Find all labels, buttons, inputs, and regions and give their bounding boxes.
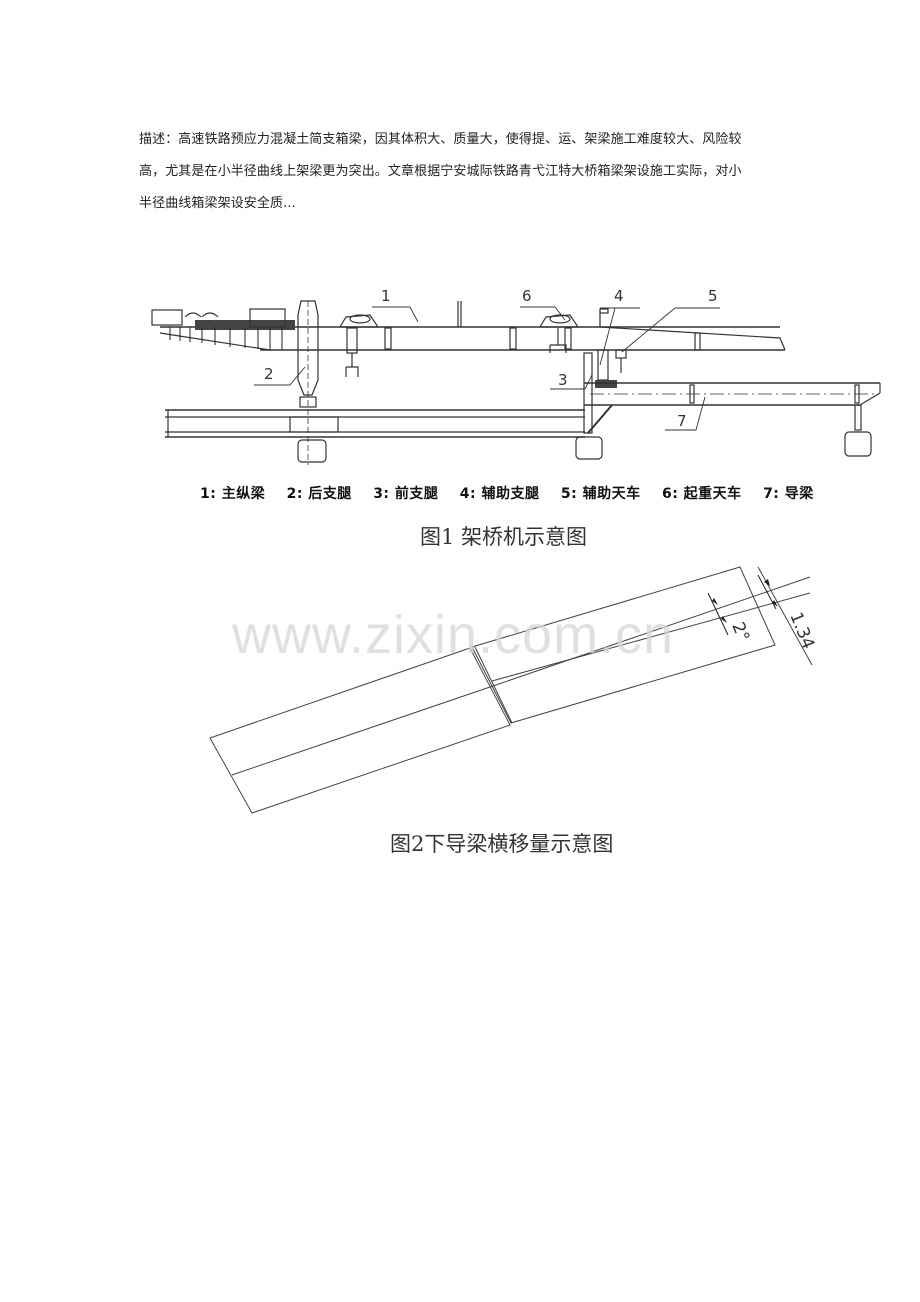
legend-item: 7: 导梁	[763, 486, 814, 502]
offset-label: 1.34	[785, 609, 818, 652]
auxiliary-trolley	[615, 349, 627, 373]
description-paragraph: 描述：高速铁路预应力混凝土简支箱梁，因其体积大、质量大，使得提、运、架梁施工难度…	[139, 124, 789, 220]
description-line: 高，尤其是在小半径曲线上架梁更为突出。文章根据宁安城际铁路青弋江特大桥箱梁架设施…	[139, 164, 742, 179]
callout-4: 4	[614, 287, 624, 305]
callout-1: 1	[381, 287, 391, 305]
legend-item: 1: 主纵梁	[200, 486, 266, 502]
figure-1-legend: 1: 主纵梁 2: 后支腿 3: 前支腿 4: 辅助支腿 5: 辅助天车 6: …	[200, 483, 813, 509]
description-line: 半径曲线箱梁架设安全质...	[139, 196, 296, 211]
callout-3: 3	[558, 371, 568, 389]
dimension-lines	[707, 566, 813, 666]
description-line: 描述：高速铁路预应力混凝土简支箱梁，因其体积大、质量大，使得提、运、架梁施工难度…	[139, 132, 742, 147]
legend-item: 2: 后支腿	[286, 486, 352, 502]
callout-7: 7	[677, 412, 687, 430]
figure-2-lateral-shift-diagram: 2° 1.34	[209, 566, 818, 814]
figure-1-caption: 图1 架桥机示意图	[420, 525, 588, 549]
legend-item: 4: 辅助支腿	[459, 486, 540, 502]
guide-beam	[584, 382, 881, 457]
callout-6: 6	[522, 287, 532, 305]
legend-item: 3: 前支腿	[373, 486, 439, 502]
figure-2-caption: 图2下导梁横移量示意图	[390, 832, 614, 856]
callout-2: 2	[264, 365, 274, 383]
lower-track-beam	[165, 409, 585, 463]
front-support-leg	[575, 352, 613, 460]
figure-1-bridge-erecting-machine: 1 2 3 4 5 6 7	[151, 287, 881, 465]
lifting-trolley	[338, 314, 580, 377]
beam-segment-right	[471, 566, 811, 724]
callout-5: 5	[708, 287, 718, 305]
beam-segment-left	[209, 647, 511, 814]
callout-leaders	[254, 306, 720, 431]
legend-item: 5: 辅助天车	[560, 486, 641, 502]
callout-labels: 1 2 3 4 5 6 7	[264, 287, 718, 430]
angle-label: 2°	[727, 619, 753, 644]
legend-item: 6: 起重天车	[661, 486, 742, 502]
auxiliary-leg	[595, 349, 617, 388]
